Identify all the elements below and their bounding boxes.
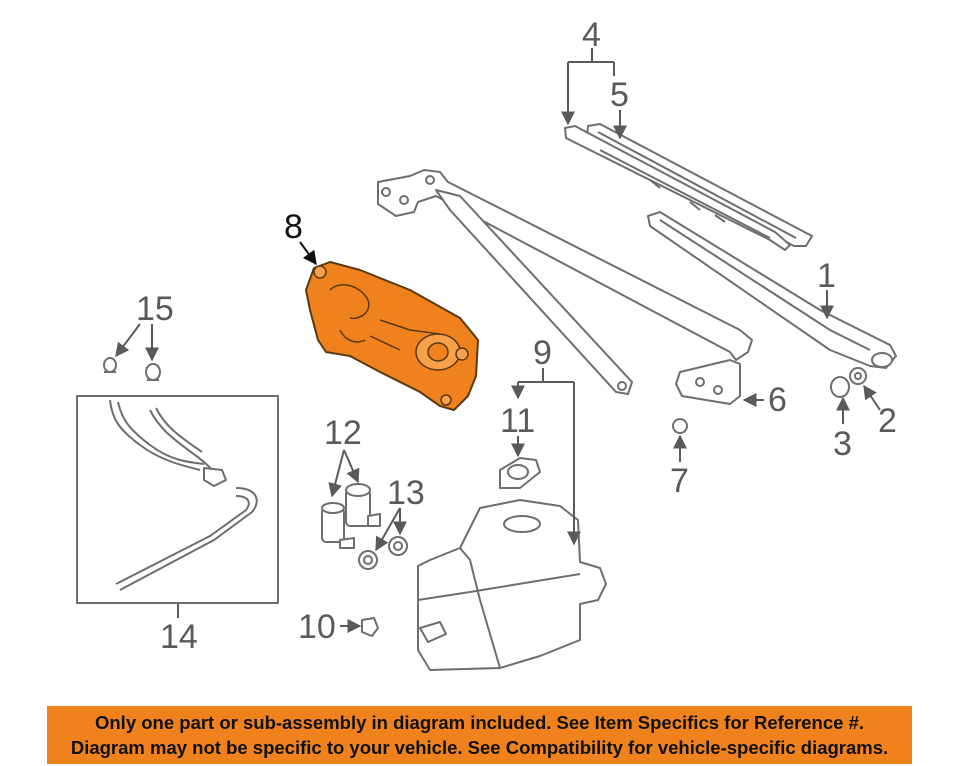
callout-2: 2 xyxy=(878,402,897,440)
callout-10: 10 xyxy=(298,608,336,646)
sensor-10 xyxy=(361,617,379,637)
callout-7: 7 xyxy=(670,462,689,500)
reservoir-cap xyxy=(499,457,541,489)
right-wiper-arm xyxy=(647,211,897,369)
callout-6: 6 xyxy=(768,381,787,419)
callout-5: 5 xyxy=(610,76,629,114)
callout-9: 9 xyxy=(533,334,552,372)
grommet-13b xyxy=(388,536,408,556)
washer-pump-b xyxy=(345,483,381,527)
washer-reservoir xyxy=(417,499,607,671)
callout-11: 11 xyxy=(500,402,535,440)
callout-13: 13 xyxy=(387,474,425,512)
grommet-13a xyxy=(358,550,378,570)
wiper-motor-body xyxy=(305,261,479,411)
cap-3 xyxy=(830,376,850,398)
clip-15a xyxy=(103,357,117,373)
callout-1: 1 xyxy=(817,257,836,295)
disclaimer-banner: Only one part or sub-assembly in diagram… xyxy=(47,706,912,764)
washer-pump-a xyxy=(321,502,355,549)
wiper-motor xyxy=(305,261,479,411)
callout-4: 4 xyxy=(582,16,601,54)
callout-8: 8 xyxy=(284,208,303,246)
disclaimer-line-2: Diagram may not be specific to your vehi… xyxy=(70,737,889,758)
nut-2 xyxy=(849,367,867,385)
wiper-blade xyxy=(586,123,813,247)
washer-hose xyxy=(76,395,279,604)
clip-15b xyxy=(145,363,161,381)
callout-14: 14 xyxy=(160,618,198,656)
callout-15: 15 xyxy=(136,290,174,328)
nut-7 xyxy=(672,418,688,434)
callout-3: 3 xyxy=(833,425,852,463)
leader-lines xyxy=(115,48,881,633)
callout-12: 12 xyxy=(324,414,362,452)
disclaimer-line-1: Only one part or sub-assembly in diagram… xyxy=(94,712,864,733)
wiper-arm xyxy=(564,125,791,251)
wiper-linkage xyxy=(377,169,753,405)
